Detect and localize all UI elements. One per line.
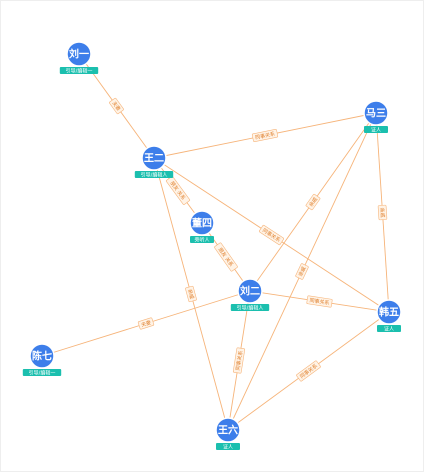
node-name: 韩五 <box>379 306 399 319</box>
edge-label-text: 同事关系 <box>309 297 330 307</box>
edge-label-box <box>295 263 309 280</box>
edge-label-box <box>305 193 321 211</box>
edge-label-box <box>259 224 284 246</box>
edges-layer <box>41 53 390 431</box>
role-badge <box>134 171 174 178</box>
edge-label[interactable]: 亲戚 <box>305 193 321 211</box>
edge-label-box <box>377 204 388 221</box>
node-circle[interactable] <box>376 299 402 325</box>
role-badge-text: 证人 <box>384 325 394 332</box>
node-circle[interactable] <box>29 343 55 369</box>
edge-label[interactable]: 亲戚 <box>377 204 388 221</box>
edge-label[interactable]: 同事关系 <box>251 128 279 143</box>
role-badge-text: 证人 <box>223 443 233 450</box>
node-circle[interactable] <box>363 100 389 126</box>
edge-label[interactable]: 同事关系 <box>232 347 246 374</box>
edge-label-text: 夫妻 <box>140 319 152 329</box>
edge-label-box <box>165 176 191 205</box>
edge-label[interactable]: 同事关系 <box>306 295 333 308</box>
role-badge-text: 引导/编辑一 <box>66 67 93 74</box>
edge-label[interactable]: 夫妻 <box>109 97 124 115</box>
edge-label-box <box>306 295 333 308</box>
role-badge <box>216 443 240 450</box>
edge-label[interactable]: 亲戚 <box>295 263 309 280</box>
node-name: 王二 <box>144 153 164 165</box>
node-circle[interactable] <box>141 145 167 171</box>
edge-label-text: 亲戚 <box>297 266 308 278</box>
role-badge-text: 引导/编辑人 <box>237 304 264 311</box>
edge-label-text: 亲戚 <box>307 196 319 208</box>
role-badge <box>59 67 99 74</box>
edge-label[interactable]: 夫妻 <box>137 317 155 330</box>
edge-label-box <box>251 128 279 143</box>
role-badge <box>190 236 214 243</box>
role-badge-text: 引导/编辑一 <box>29 369 56 376</box>
edge-label-text: 亲戚 <box>378 207 386 217</box>
edge-label-box <box>109 97 124 115</box>
role-badge <box>22 369 62 376</box>
node-circle[interactable] <box>237 278 263 304</box>
edge-label[interactable]: 朋友 关系 <box>165 176 191 205</box>
edge-label-box <box>185 285 197 303</box>
role-badge-text: 证人 <box>371 126 381 133</box>
node-circle[interactable] <box>189 210 215 236</box>
edge-label-box <box>214 242 238 272</box>
node-circle[interactable] <box>66 41 92 67</box>
node-name: 刘一 <box>69 48 89 61</box>
role-badge <box>377 325 401 332</box>
edge-label-text: 同事关系 <box>234 350 244 371</box>
edge-label[interactable]: 朋友 关系 <box>214 242 238 272</box>
edge-label-text: 夫妻 <box>110 100 122 112</box>
edge-label-box <box>137 317 155 330</box>
node-name: 王六 <box>218 424 238 437</box>
node-name: 陈七 <box>32 350 52 363</box>
nodes-layer: 刘一引导/编辑一王二引导/编辑人马三证人董四旁听人刘二引导/编辑人韩五证人陈七引… <box>22 41 402 450</box>
edge-label[interactable]: 同事关系 <box>259 224 284 246</box>
node-circle[interactable] <box>215 417 241 443</box>
node-name: 董四 <box>192 217 212 230</box>
role-badge <box>364 126 388 133</box>
node-name: 马三 <box>366 108 386 120</box>
edge-label[interactable]: 亲戚 <box>185 285 197 303</box>
role-badge-text: 引导/编辑人 <box>141 171 168 178</box>
role-badge-text: 旁听人 <box>194 236 209 243</box>
edge-label-text: 亲戚 <box>186 288 195 300</box>
node-name: 刘二 <box>240 285 260 298</box>
edge-label-box <box>232 347 246 374</box>
edge-label-box <box>296 360 321 382</box>
role-badge <box>230 304 270 311</box>
edge-label-text: 同事关系 <box>255 130 276 141</box>
edge-label[interactable]: 同事关系 <box>296 360 321 382</box>
